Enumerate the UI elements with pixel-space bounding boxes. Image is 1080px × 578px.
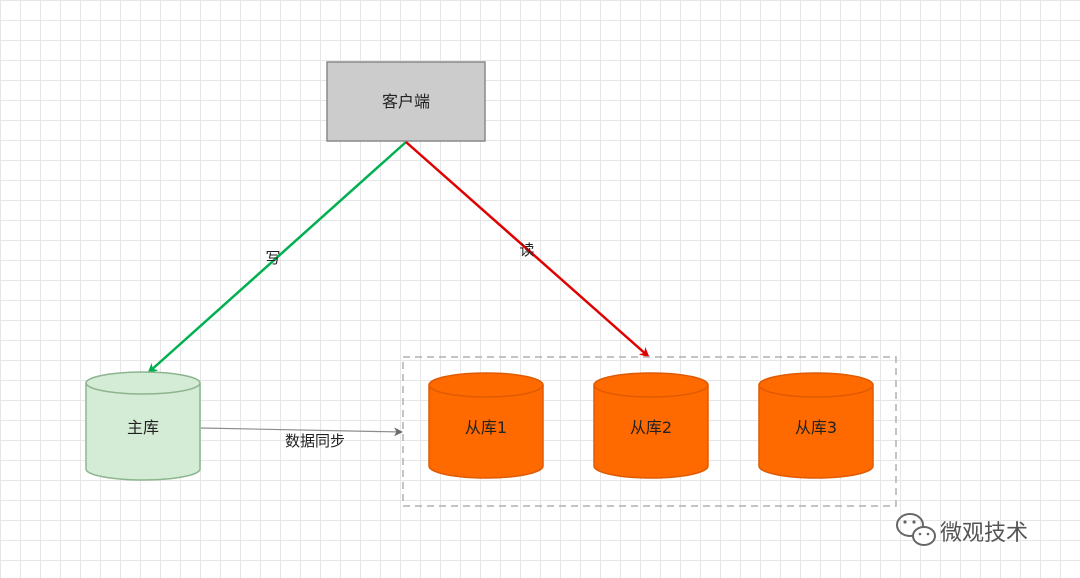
watermark-text: 微观技术 — [940, 521, 1028, 546]
master-label: 主库 — [127, 418, 159, 437]
watermark: 微观技术 — [896, 513, 1028, 546]
master-cylinder-top — [85, 371, 201, 395]
write-edge: 写 — [147, 141, 407, 374]
slave-1-cylinder-body — [428, 385, 544, 479]
read-edge: 读 — [405, 141, 650, 358]
slave-3-cylinder-body — [758, 385, 874, 479]
master-node[interactable]: 主库 — [85, 371, 201, 481]
client-label: 客户端 — [382, 92, 430, 111]
slave-node-1[interactable]: 从库1 — [428, 372, 544, 479]
master-cylinder-body — [85, 383, 201, 481]
slave-group-box — [402, 356, 897, 507]
sync-label: 数据同步 — [285, 432, 345, 450]
write-arrow — [147, 141, 407, 374]
sync-arrow — [200, 427, 403, 437]
slave-1-cylinder-top — [428, 372, 544, 398]
wechat-icon — [896, 513, 936, 546]
sync-edge: 数据同步 — [200, 427, 403, 450]
slave-3-label: 从库3 — [795, 418, 837, 437]
slave-1-label: 从库1 — [465, 418, 507, 437]
slave-node-2[interactable]: 从库2 — [593, 372, 709, 479]
slave-2-label: 从库2 — [630, 418, 672, 437]
slave-node-3[interactable]: 从库3 — [758, 372, 874, 479]
read-label: 读 — [519, 241, 534, 259]
slave-2-cylinder-top — [593, 372, 709, 398]
write-label: 写 — [265, 249, 280, 267]
client-box — [326, 61, 486, 142]
client-node[interactable]: 客户端 — [326, 61, 486, 142]
slave-2-cylinder-body — [593, 385, 709, 479]
slave-3-cylinder-top — [758, 372, 874, 398]
read-arrow — [405, 141, 650, 358]
